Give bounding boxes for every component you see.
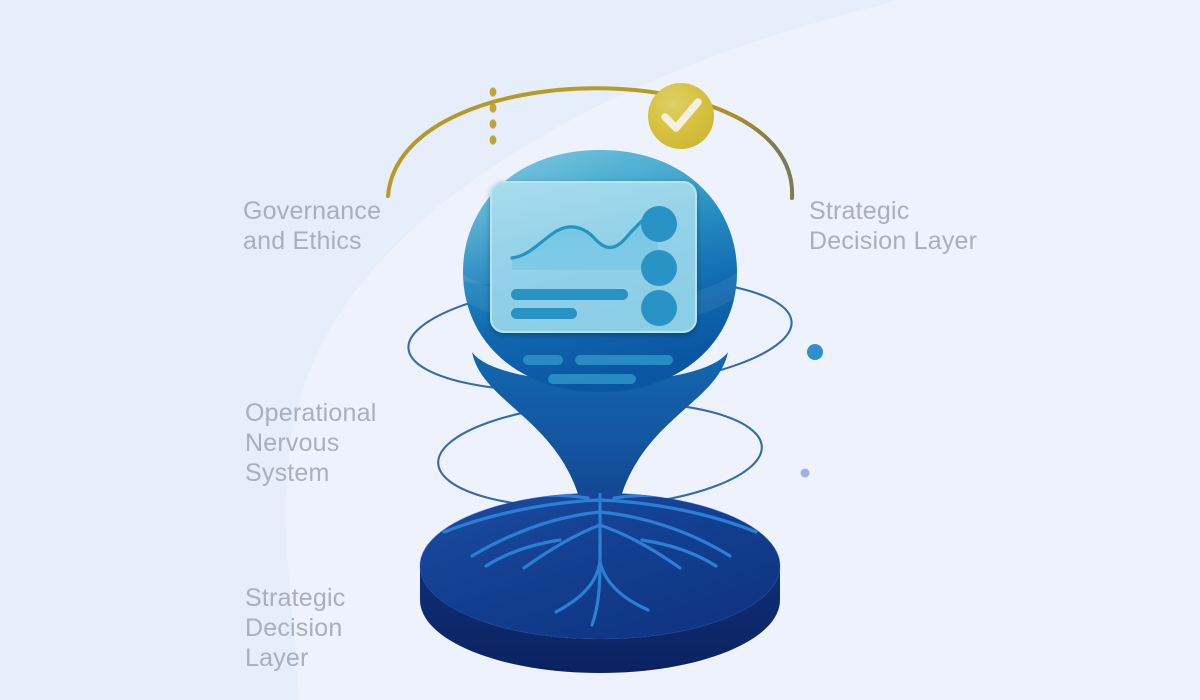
floating-dot-small (800, 468, 810, 478)
area-chart-graphic (510, 207, 660, 270)
label-operational-nervous-system: Operational Nervous System (245, 399, 377, 487)
root-network (442, 493, 758, 627)
label-strategic-decision-layer-bottom: Strategic Decision Layer (245, 584, 346, 672)
screen-status-dots[interactable] (641, 206, 677, 326)
screen-text-bars (511, 289, 628, 319)
verified-checkmark-badge[interactable] (648, 83, 714, 149)
dashboard-screen[interactable] (490, 181, 697, 333)
label-strategic-decision-layer-right: Strategic Decision Layer (809, 197, 978, 255)
floating-dot-large (807, 344, 823, 360)
sphere-caption-bars (523, 355, 673, 384)
chart-line (510, 207, 660, 260)
dotted-indicator (489, 87, 497, 145)
check-icon (661, 98, 702, 132)
label-governance-and-ethics: Governance and Ethics (243, 197, 382, 255)
connecting-stem (472, 352, 728, 566)
governance-arc (386, 86, 795, 200)
